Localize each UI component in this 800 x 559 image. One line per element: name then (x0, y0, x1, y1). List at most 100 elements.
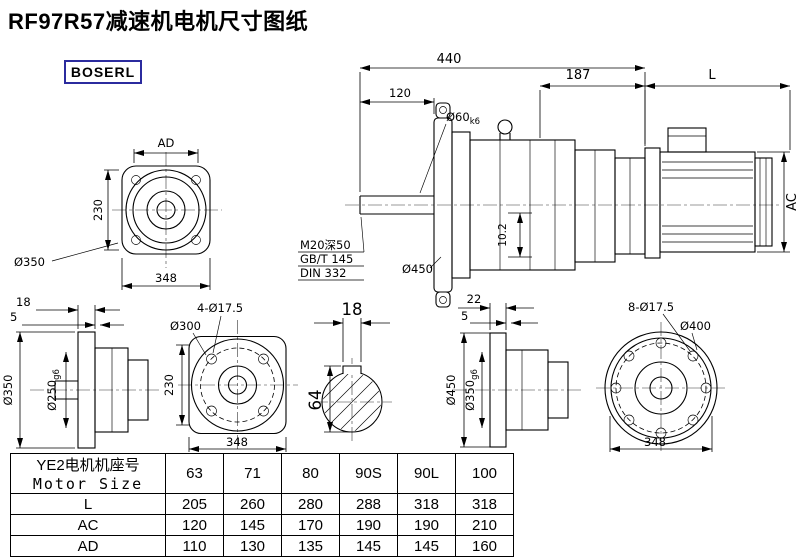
view-assembly-side: 440 120 Ø60k6 187 L AC M20深50 GB/T 145 D… (298, 52, 800, 308)
note-gb-standard: GB/T 145 (300, 252, 353, 266)
table-cell: 288 (339, 493, 398, 515)
rear-cap (127, 359, 149, 421)
dim-dia350: Ø350g6 (463, 369, 480, 411)
bolt-hole (131, 175, 141, 185)
note-underlines-leader (298, 216, 365, 281)
dim-ad: AD (158, 136, 175, 150)
size-column-header: 71 (223, 453, 282, 494)
size-column-header: 100 (455, 453, 514, 494)
extension-lines (489, 303, 507, 330)
label-bolt-holes: 4-Ø17.5 (197, 301, 243, 315)
note-tapped-hole: M20深50 (300, 238, 351, 252)
bolt-hole (623, 414, 635, 426)
table-header-row: YE2电机机座号 Motor Size 63 71 80 90S 90L 100 (10, 453, 514, 494)
dim-dia450: Ø450 (444, 374, 458, 405)
dim-ac: AC (785, 193, 800, 211)
housing-lines (499, 140, 556, 270)
hub-circle (217, 365, 258, 405)
flange-circle (125, 169, 207, 251)
bolt-hole (655, 337, 667, 349)
dim-120: 120 (389, 86, 411, 100)
view-output-side-right: 22 5 Ø450 Ø350g6 (444, 292, 584, 448)
dia250-value: Ø250 (45, 380, 59, 411)
table-cell: 120 (165, 514, 224, 536)
bolt-hole (258, 405, 269, 417)
centerlines (112, 152, 222, 268)
bolt-circle (615, 342, 707, 434)
label-bolt-holes: 8-Ø17.5 (628, 300, 674, 314)
leader-line (51, 242, 119, 262)
view-flange-front-top: AD 230 348 Ø350 (14, 136, 222, 290)
dim-dia250: Ø250g6 (45, 369, 62, 411)
dim-keyway-18: 18 (342, 300, 363, 319)
motor-fins (662, 161, 753, 243)
dim-22: 22 (467, 292, 482, 306)
terminal-box (667, 127, 707, 153)
table-cell: 190 (339, 514, 398, 536)
view-flange-front-mid: 4-Ø17.5 Ø300 230 348 (162, 301, 298, 452)
table-cell: 318 (455, 493, 514, 515)
bore-circle (649, 376, 673, 400)
flange-circle (190, 338, 285, 432)
bolt-hole (206, 353, 217, 365)
table-row-L: L 205 260 280 288 318 318 (10, 493, 514, 515)
centerlines (596, 322, 726, 452)
bolt-hole (655, 427, 667, 439)
leader-line (212, 315, 222, 354)
leader-line (419, 123, 447, 194)
note-din-standard: DIN 332 (300, 266, 346, 280)
header-cn: YE2电机机座号 (36, 457, 140, 474)
bolt-hole (191, 175, 201, 185)
table-cell: 110 (165, 535, 224, 557)
flange-lug-bottom (435, 291, 451, 308)
size-column-header: 63 (165, 453, 224, 494)
bolt-hole (258, 353, 269, 365)
size-column-header: 80 (281, 453, 340, 494)
label-dia400: Ø400 (680, 319, 711, 333)
bolt-hole (206, 405, 217, 417)
fan-cowl (754, 157, 773, 247)
bolt-hole (131, 235, 141, 245)
flange-circle (132, 176, 200, 244)
label-dia300: Ø300 (170, 319, 201, 333)
flange-outline (121, 165, 211, 255)
leader-line (429, 256, 442, 269)
table-cell: 205 (165, 493, 224, 515)
extension-lines (539, 90, 791, 150)
flange-lug-top (435, 102, 451, 119)
bolt-hole (687, 350, 699, 362)
leader-line (691, 332, 698, 351)
fan-cowl-lines (759, 158, 767, 246)
table-row-AD: AD 110 130 135 145 145 160 (10, 535, 514, 557)
flange-outline (188, 335, 287, 435)
dia350-value: Ø350 (463, 380, 477, 411)
label-shaft-dia: Ø60k6 (446, 110, 480, 127)
dia250-tolerance: g6 (52, 369, 62, 380)
shaft-dia-value: Ø60 (446, 110, 470, 124)
bolt-hole (687, 414, 699, 426)
table-cell: 190 (397, 514, 456, 536)
table-cell: 210 (455, 514, 514, 536)
table-cell: 318 (397, 493, 456, 515)
centerlines (178, 320, 298, 452)
eyebolt-neck (499, 133, 511, 140)
hub-circle (634, 361, 688, 415)
flange-circle (604, 331, 718, 445)
table-cell: 260 (223, 493, 282, 515)
row-label: AD (10, 535, 166, 557)
row-label: L (10, 493, 166, 515)
table-header-motor-size: YE2电机机座号 Motor Size (10, 453, 166, 494)
extension-lines (16, 331, 75, 449)
dim-348: 348 (226, 435, 248, 449)
motor-size-table: YE2电机机座号 Motor Size 63 71 80 90S 90L 100… (10, 453, 514, 557)
rear-cap (547, 361, 569, 419)
motor-body (659, 151, 756, 253)
bolt-hole (700, 382, 712, 394)
bore-circle (156, 200, 176, 220)
view-flange-front-right: 8-Ø17.5 Ø400 348 (596, 300, 726, 452)
dim-230: 230 (91, 199, 105, 221)
eyebolt-ring (497, 119, 513, 135)
bolt-hole (623, 350, 635, 362)
bolt-circle (200, 347, 275, 423)
